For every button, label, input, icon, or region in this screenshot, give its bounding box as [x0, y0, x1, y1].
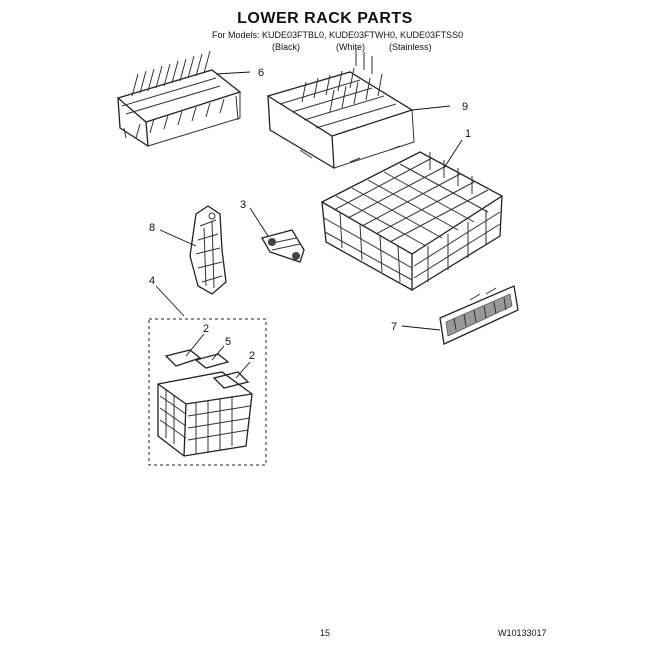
callout-2-left: 2	[203, 323, 209, 335]
part-7-screen	[439, 285, 519, 345]
callout-1: 1	[465, 128, 471, 140]
part-2-lid-left	[164, 349, 202, 367]
part-9-tine-row	[266, 48, 415, 170]
part-1-lower-rack	[320, 151, 504, 292]
callout-8: 8	[149, 222, 155, 234]
callout-leaders	[155, 71, 463, 379]
part-5-handle	[194, 353, 230, 369]
part-4-assembly-box	[148, 318, 267, 466]
part-2-lid-right	[212, 371, 250, 389]
color-black-label: (Black)	[272, 42, 301, 52]
page-title: LOWER RACK PARTS	[237, 10, 413, 27]
color-white-label: (White)	[336, 42, 365, 52]
part-3-clip	[261, 229, 305, 263]
models-line: For Models: KUDE03FTBL0, KUDE03FTWH0, KU…	[212, 30, 464, 40]
callout-4: 4	[149, 275, 155, 287]
callout-6: 6	[258, 67, 264, 79]
silverware-basket	[157, 371, 253, 457]
document-number: W10133017	[498, 628, 547, 638]
callout-2-right: 2	[249, 350, 255, 362]
part-6-tine-row	[116, 50, 242, 148]
color-stainless-label: (Stainless)	[389, 42, 432, 52]
part-8-holder	[189, 205, 227, 295]
callout-5: 5	[225, 336, 231, 348]
callout-7: 7	[391, 321, 397, 333]
callout-9: 9	[462, 101, 468, 113]
page-number: 15	[320, 628, 331, 638]
callout-3: 3	[240, 199, 246, 211]
